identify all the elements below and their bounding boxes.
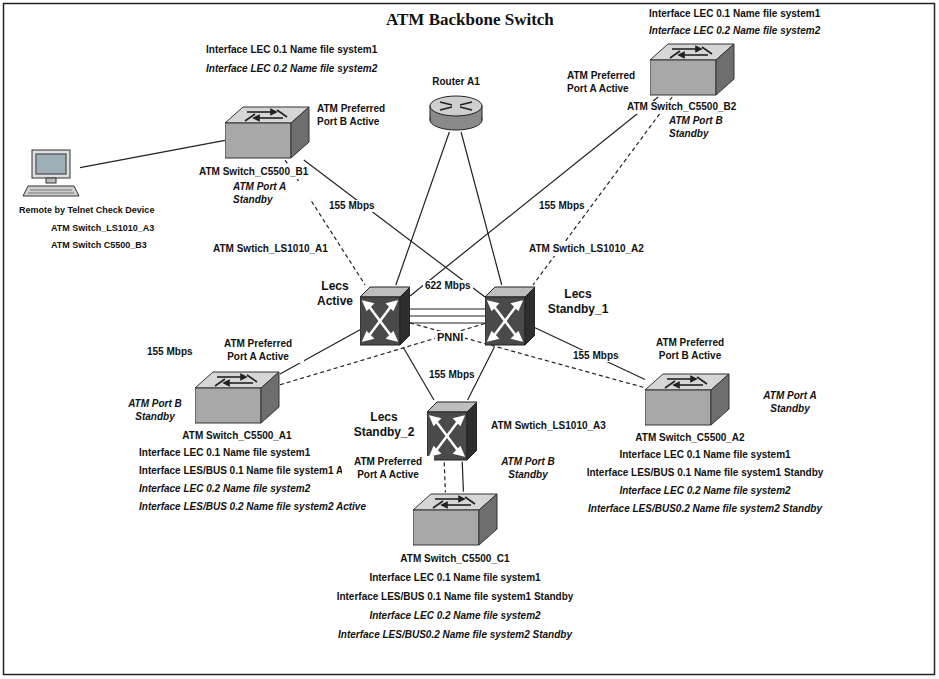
device-label: ATM Switch_C5500_A1 [181,430,292,443]
device-label: ATM Preferred Port B Active [644,337,736,362]
router-icon [428,94,484,132]
telnet-pc: Remote by Telnet Check DeviceATM Switch_… [22,148,80,198]
standby-link [285,160,365,285]
standby-link [444,462,445,492]
device-label: ATM Preferred Port A Active [212,338,304,363]
link-speed: 155 Mbps [327,200,377,212]
device-label: Interface LEC 0.2 Name file system2 [205,63,378,76]
device-label: ATM Port B Standby [492,456,564,481]
device-label: ATM Preferred Port A Active [566,70,648,95]
c5500-switch: Interface LEC 0.1 Name file system1Inter… [650,42,735,97]
active-link [410,97,658,296]
ls1010-switch: ATM Swtich_LS1010_A1Lecs Active [360,285,410,347]
link-speed: 155 Mbps [537,200,587,212]
atm-switch-icon [650,42,735,97]
device-label: ATM Port A Standby [754,390,826,415]
device-label: ATM Switch_C5500_C1 [399,553,510,566]
link-speed: 155 Mbps [427,369,477,381]
ls1010-switch-icon [360,285,410,347]
device-label: ATM Switch_LS1010_A3 [50,223,155,234]
device-label: ATM Port B Standby [119,398,191,423]
active-link [396,132,450,285]
device-label: ATM Switch_C5500_A2 [634,432,745,445]
link-stroke [304,160,485,297]
device-label: Router A1 [431,76,480,89]
ls1010-switch: Lecs Standby_2ATM Swtich_LS1010_A3 [427,400,477,462]
device-label: Interface LEC 0.1 Name file system1 [618,449,791,462]
device-label: ATM Preferred Port A Active [342,456,434,481]
device-label: Interface LES/BUS 0.1 Name file system1 … [586,467,825,480]
ls1010-switch-icon [427,400,477,462]
link-speed: 155 Mbps [145,346,195,358]
link-stroke [410,308,485,309]
device-label: Interface LES/BUS 0.1 Name file system1 … [336,591,575,604]
device-label: Interface LEC 0.1 Name file system1 [205,44,378,57]
link-stroke [410,315,485,316]
ls1010-switch: ATM Swtich_LS1010_A2Lecs Standby_1 [485,285,535,347]
device-label: Interface LEC 0.2 Name file system2 [368,610,541,623]
device-label: ATM Switch_C5500_B2 [626,101,737,114]
device-label: Interface LEC 0.1 Name file system1 [138,447,311,460]
device-label: ATM Swtich_LS1010_A2 [528,243,645,256]
device-label: Interface LEC 0.1 Name file system1 [648,8,821,21]
active-link [461,132,502,285]
link-stroke [396,132,450,285]
link-stroke [80,140,225,167]
device-label: Remote by Telnet Check Device [18,205,155,216]
ls1010-switch-icon [485,285,535,347]
link-stroke [285,160,365,285]
link-stroke [535,328,645,380]
link-speed: 622 Mbps [423,280,473,292]
device-label: ATM Swtich_LS1010_A3 [490,420,607,433]
device-label: Interface LES/BUS 0.2 Name file system2 … [138,501,367,514]
link-stroke [444,462,445,492]
computer-icon [22,148,80,198]
link-stroke [410,97,658,296]
device-label: ATM Swtich_LS1010_A1 [212,243,329,256]
active-link [80,140,225,167]
device-label: ATM Port B Standby [668,115,746,140]
router: Router A1 [428,94,484,132]
c5500-switch: ATM Preferred Port B ActiveATM Port A St… [645,372,730,427]
active-link [410,309,485,323]
device-label: ATM Port A Standby [232,181,310,206]
device-label: Interface LEC 0.2 Name file system2 [618,485,791,498]
device-label: ATM Preferred Port B Active [316,103,406,128]
active-link [462,462,463,492]
link-speed: 155 Mbps [571,350,621,362]
device-label: Interface LES/BUS0.2 Name file system2 S… [337,629,573,642]
device-label: Lecs Standby_2 [352,410,416,440]
protocol-label: PNNI [435,331,465,344]
diagram-title: ATM Backbone Switch [386,10,554,30]
active-link [535,328,645,380]
atm-switch-icon [195,370,280,425]
atm-switch-icon [413,492,498,547]
device-label: Interface LES/BUS 0.1 Name file system1 … [138,465,367,478]
device-label: ATM Switch_C5500_B1 [198,166,309,179]
device-label: Lecs Standby_1 [541,287,615,317]
c5500-switch: ATM Preferred Port A ActiveATM Port B St… [195,370,280,425]
atm-switch-icon [225,105,310,160]
device-label: Interface LEC 0.2 Name file system2 [138,483,311,496]
active-link [304,160,485,297]
link-stroke [461,132,502,285]
link-stroke [410,322,485,323]
link-stroke [533,97,672,285]
c5500-switch: Interface LEC 0.1 Name file system1Inter… [225,105,310,160]
device-label: ATM Switch C5500_B3 [50,240,148,251]
device-label: Interface LEC 0.2 Name file system2 [648,25,821,38]
device-label: Interface LEC 0.1 Name file system1 [368,572,541,585]
c5500-switch: ATM Preferred Port A ActiveATM Port B St… [413,492,498,547]
device-label: Interface LES/BUS0.2 Name file system2 S… [587,503,823,516]
link-stroke [462,462,463,492]
atm-switch-icon [645,372,730,427]
device-label: Lecs Active [312,279,358,309]
standby-link [533,97,672,285]
